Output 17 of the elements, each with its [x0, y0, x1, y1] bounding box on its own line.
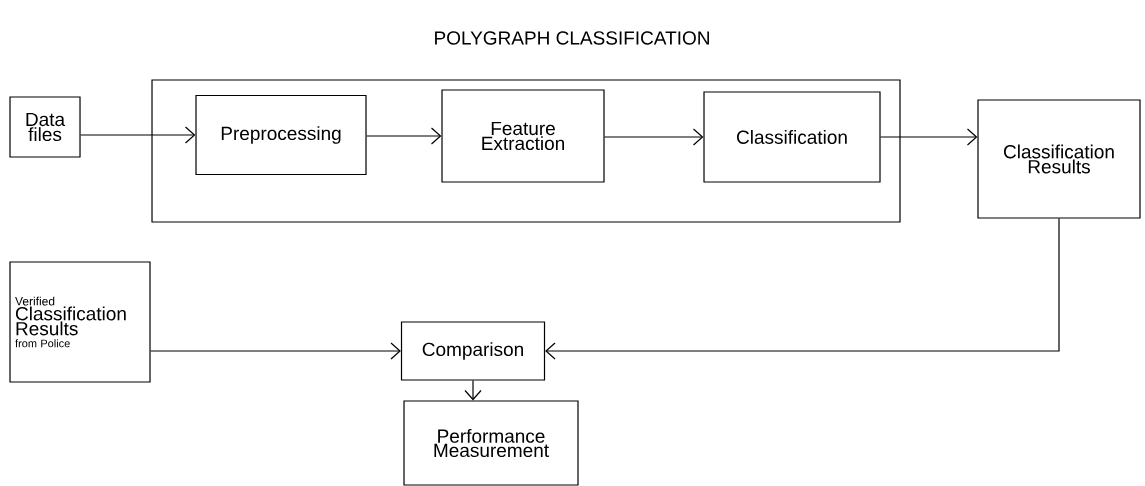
process-box: Classification — [703, 91, 881, 183]
process-box: Feature Extraction — [441, 89, 605, 183]
group-box — [151, 79, 901, 223]
process-box: Performance Measurement — [403, 400, 579, 486]
process-box: Classification Results — [977, 99, 1141, 219]
arrow — [464, 380, 482, 401]
process-box: Verified Classification Results from Police — [9, 261, 151, 383]
arrow — [880, 128, 978, 146]
arrow — [366, 127, 442, 145]
process-box: Comparison — [400, 321, 546, 381]
arrow — [80, 126, 196, 144]
process-box: Data files — [9, 96, 81, 158]
title: POLYGRAPH CLASSIFICATION — [435, 31, 709, 45]
arrow — [604, 128, 704, 146]
process-box: Preprocessing — [195, 94, 367, 176]
arrow — [150, 342, 401, 360]
arrow — [545, 218, 1060, 360]
